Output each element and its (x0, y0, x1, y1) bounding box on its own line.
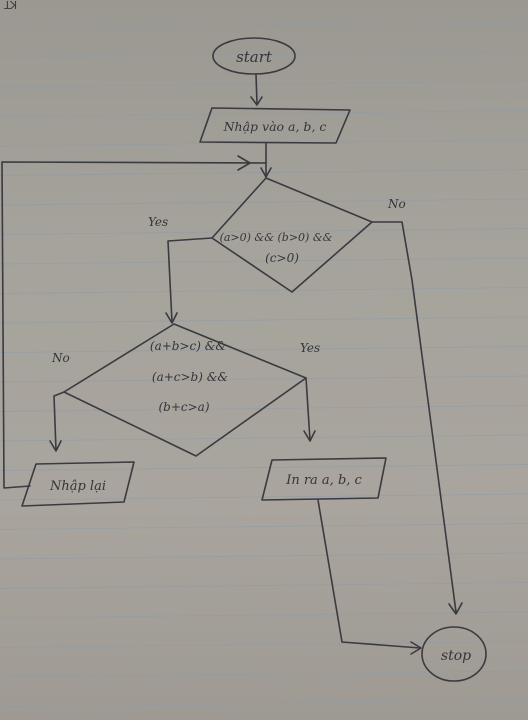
arrow-cond1-no: No (371, 197, 463, 615)
ruled-line (0, 552, 528, 560)
ruled-line (0, 375, 528, 383)
reenter-label: Nhập lại (49, 479, 106, 494)
condition2-line3: (b+c>a) (158, 400, 209, 414)
condition2-node: (a+b>c) && (a+c>b) && (b+c>a) (63, 323, 307, 457)
ruled-line (0, 346, 528, 353)
output-label: In ra a, b, c (285, 473, 362, 488)
input-node: Nhập vào a, b, c (199, 107, 351, 144)
condition1-node: (a>0) && (b>0) && (c>0) (211, 177, 373, 293)
ruled-line (0, 110, 528, 117)
ruled-line (0, 198, 528, 206)
condition1-line1: (a>0) && (b>0) && (220, 231, 333, 244)
ruled-line (0, 670, 528, 678)
ruled-line (0, 51, 528, 58)
ruled-line (0, 700, 528, 707)
start-label: start (236, 48, 273, 66)
ruled-line (0, 523, 528, 530)
cond2-yes-label: Yes (300, 341, 320, 355)
ruled-line (0, 611, 528, 619)
arrow-cond2-no: No (49, 351, 70, 452)
loop-back-arrow (1, 155, 267, 489)
stop-node: stop (421, 626, 487, 682)
stop-label: stop (441, 648, 471, 664)
ruled-line (0, 80, 528, 88)
cond1-yes-label: Yes (148, 215, 168, 229)
cond1-no-label: No (387, 197, 406, 211)
ruled-line (0, 316, 528, 324)
arrow-output-to-stop (317, 499, 422, 655)
condition2-line1: (a+b>c) && (150, 339, 227, 353)
ruled-line (0, 21, 528, 29)
condition2-line2: (a+c>b) && (152, 370, 229, 384)
arrow-start-to-input (250, 73, 263, 106)
ruled-line (0, 287, 528, 294)
arrow-cond2-yes: Yes (300, 341, 320, 442)
reenter-node: Nhập lại (21, 461, 135, 507)
ruled-line (0, 228, 528, 235)
ruled-line (0, 434, 528, 442)
ruled-line (0, 641, 528, 648)
condition1-line2: (c>0) (265, 251, 299, 265)
ruled-line (0, 582, 528, 589)
input-label: Nhập vào a, b, c (223, 119, 327, 134)
ruled-line (0, 464, 528, 471)
ruled-line (0, 257, 528, 265)
arrow-input-to-cond1 (260, 142, 272, 178)
start-node: start (212, 37, 296, 75)
cond2-no-label: No (51, 351, 70, 365)
output-node: In ra a, b, c (261, 457, 387, 501)
arrow-cond1-yes: Yes (148, 215, 213, 324)
